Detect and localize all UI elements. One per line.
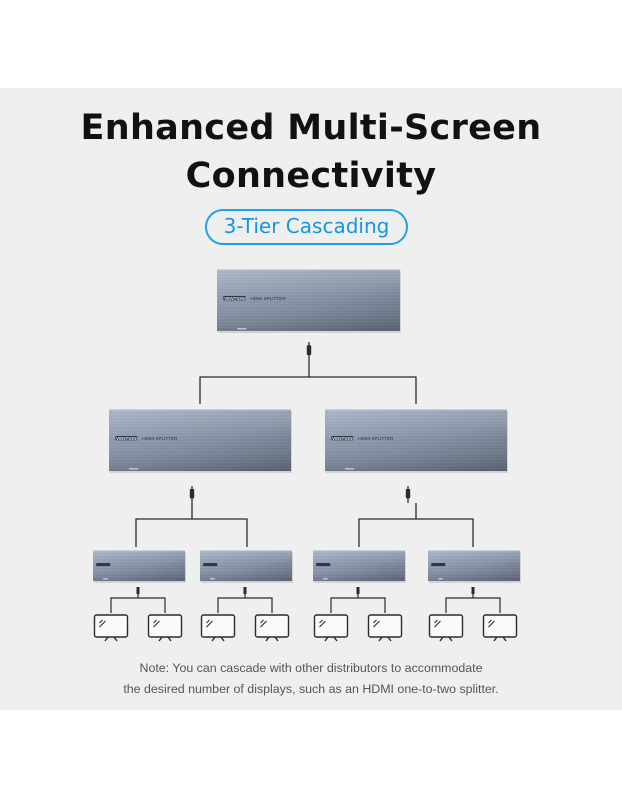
device-edge	[325, 409, 507, 411]
brand-label: VENTION	[224, 296, 245, 301]
footnote-line-2: the desired number of displays, such as …	[123, 682, 499, 696]
brand-plate	[115, 435, 138, 441]
tier3-branch	[110, 597, 166, 613]
status-led	[438, 578, 443, 580]
connector-lines	[110, 342, 501, 613]
monitor-screen	[367, 614, 403, 638]
brand-plate	[431, 563, 446, 567]
tier3-splitter	[200, 550, 293, 583]
tier2-splitter: VENTION HDMI SPLITTER	[109, 409, 292, 473]
display-monitor	[482, 614, 518, 642]
footnote-line-1: Note: You can cascade with other distrib…	[139, 661, 483, 675]
page-title: Enhanced Multi-Screen Connectivity	[0, 104, 622, 200]
glare-icon	[260, 619, 267, 628]
display-monitor	[313, 614, 349, 642]
device-edge	[200, 550, 292, 552]
display-monitor	[200, 614, 236, 642]
status-led	[210, 578, 215, 580]
status-led	[345, 468, 355, 470]
tier2-splitter: VENTION HDMI SPLITTER	[325, 409, 508, 473]
monitor-screen	[313, 614, 349, 638]
display-monitor	[254, 614, 290, 642]
tier3-branch	[330, 597, 386, 613]
device-sheen	[109, 409, 291, 471]
monitor-screen	[254, 614, 290, 638]
display-monitors	[93, 614, 518, 642]
glare-icon	[488, 619, 495, 628]
monitor-stand	[211, 636, 225, 642]
tier2-branch-left	[135, 503, 248, 547]
status-led	[103, 578, 108, 580]
monitor-screen	[93, 614, 129, 638]
status-led	[129, 468, 139, 470]
model-label: HDMI SPLITTER	[358, 436, 394, 441]
brand-label: VENTION	[332, 436, 353, 441]
tier2-branch-right	[358, 503, 474, 547]
plug-icon	[189, 489, 195, 499]
plug-icon	[356, 587, 360, 594]
title-line-2: Connectivity	[185, 156, 437, 196]
glare-icon	[206, 619, 213, 628]
device-edge	[428, 550, 520, 552]
plug-icon	[243, 587, 247, 594]
display-monitor	[93, 614, 129, 642]
footnote: Note: You can cascade with other distrib…	[0, 658, 622, 700]
glare-icon	[434, 619, 441, 628]
brand-label: VENTION	[116, 436, 137, 441]
device-sheen	[217, 269, 400, 331]
plug-icon	[136, 587, 140, 594]
brand-plate	[223, 295, 246, 301]
monitor-stand	[493, 636, 507, 642]
model-label: HDMI SPLITTER	[250, 296, 286, 301]
tier3-splitter	[313, 550, 406, 583]
tier3-splitter	[93, 550, 186, 583]
model-label: HDMI SPLITTER	[142, 436, 178, 441]
device-edge	[217, 269, 400, 271]
monitor-screen	[482, 614, 518, 638]
monitor-stand	[439, 636, 453, 642]
splitter-devices: VENTION HDMI SPLITTER VENTION HDMI SPLITTER…	[93, 269, 521, 583]
glare-icon	[153, 619, 160, 628]
monitor-stand	[324, 636, 338, 642]
tier-badge: 3-Tier Cascading	[205, 209, 408, 245]
display-monitor	[147, 614, 183, 642]
status-led	[237, 328, 247, 330]
plug-icon	[405, 489, 411, 499]
plug-icon	[471, 587, 475, 594]
monitor-stand	[158, 636, 172, 642]
monitor-screen	[147, 614, 183, 638]
device-sheen	[325, 409, 507, 471]
background-panel	[0, 88, 622, 710]
device-edge	[93, 550, 185, 552]
glare-icon	[99, 619, 106, 628]
display-monitor	[367, 614, 403, 642]
brand-plate	[316, 563, 331, 567]
monitor-stand	[378, 636, 392, 642]
title-line-1: Enhanced Multi-Screen	[80, 108, 542, 148]
tier2-output-cable	[189, 486, 195, 503]
brand-plate	[96, 563, 111, 567]
brand-plate	[331, 435, 354, 441]
glare-icon	[319, 619, 326, 628]
monitor-screen	[200, 614, 236, 638]
tier3-branch	[445, 597, 501, 613]
status-led	[323, 578, 328, 580]
monitor-stand	[104, 636, 118, 642]
tier3-splitter	[428, 550, 521, 583]
tier1-splitter: VENTION HDMI SPLITTER	[217, 269, 401, 333]
glare-icon	[373, 619, 380, 628]
tier2-output-cable	[405, 486, 411, 503]
device-edge	[313, 550, 405, 552]
plug-icon	[306, 345, 312, 356]
device-edge	[109, 409, 291, 411]
tier3-branch	[217, 597, 273, 613]
tier1-output-cable	[306, 342, 312, 360]
brand-plate	[203, 563, 218, 567]
tier1-branch	[199, 360, 417, 404]
monitor-screen	[428, 614, 464, 638]
monitor-stand	[265, 636, 279, 642]
display-monitor	[428, 614, 464, 642]
